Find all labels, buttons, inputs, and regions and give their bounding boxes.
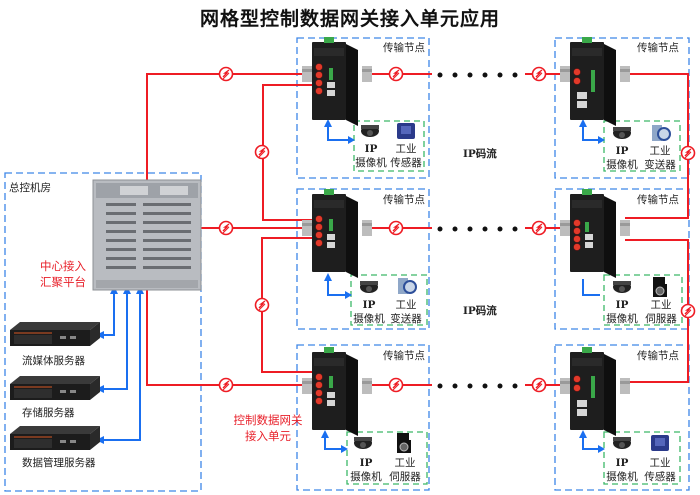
ip-camera-image-6 <box>613 437 631 449</box>
device1-label-node4: IP 摄像机 <box>606 299 638 325</box>
aggregation-platform-chassis <box>92 179 202 291</box>
device-group-3 <box>350 274 428 326</box>
streaming-server-image <box>10 322 100 346</box>
ip-camera-image-4 <box>613 281 631 293</box>
eth-link-streaming-server <box>104 290 115 336</box>
device2-label-node1: 工业 传感器 <box>390 143 422 169</box>
device2-label-node3: 工业 变送器 <box>390 299 422 325</box>
data-management-server-label: 数据管理服务器 <box>22 457 96 469</box>
device2-label-node5: 工业 伺服器 <box>389 457 421 483</box>
node-boundary-1 <box>296 37 430 179</box>
device1-label-node3: IP 摄像机 <box>353 299 385 325</box>
fiber-link-row2-row3 <box>261 237 320 373</box>
device1-label-node1: IP 摄像机 <box>355 143 387 169</box>
node-boundary-6 <box>554 344 690 491</box>
node-title-2: 传输节点 <box>637 42 679 54</box>
device1-label-node2: IP 摄像机 <box>606 145 638 171</box>
device1-label-node6: IP 摄像机 <box>606 457 638 483</box>
eth-link-storage-server <box>104 290 128 390</box>
industrial-sensor-image-1 <box>397 123 415 139</box>
ip-camera-image-1 <box>361 125 379 137</box>
device2-label-node6: 工业 传感器 <box>644 457 676 483</box>
node-title-1: 传输节点 <box>383 42 425 54</box>
gateway-label-line2: 接入单元 <box>245 429 291 443</box>
storage-server-label: 存储服务器 <box>22 407 75 419</box>
streaming-server-label: 流媒体服务器 <box>22 355 85 367</box>
device2-label-node2: 工业 变送器 <box>644 145 676 171</box>
fiber-link-platform-row1 <box>146 73 320 180</box>
ip-stream-label-2: IP码流 <box>463 305 497 317</box>
industrial-sensor-image-6 <box>651 435 669 451</box>
industrial-servo-image-5 <box>396 432 412 454</box>
industrial-transmitter-image-2 <box>651 124 671 142</box>
device-group-1 <box>353 120 425 172</box>
gateway-unit-label: 控制数据网关 接入单元 <box>218 412 318 444</box>
fiber-link-row1-row2 <box>262 84 320 221</box>
node-boundary-3 <box>296 188 430 330</box>
continuation-dots <box>437 72 518 389</box>
ip-camera-image-5 <box>354 437 372 449</box>
node-boundary-5 <box>296 344 430 491</box>
storage-server-image <box>10 376 100 400</box>
control-room-boundary <box>4 172 202 492</box>
device-group-6 <box>603 431 681 485</box>
industrial-transmitter-image-3 <box>397 277 417 295</box>
data-management-server-image <box>10 426 100 450</box>
fiber-link-platform-row3 <box>146 288 320 386</box>
platform-label-line2: 汇聚平台 <box>40 275 86 289</box>
industrial-servo-image-4 <box>652 276 668 298</box>
diagram-title: 网格型控制数据网关接入单元应用 <box>199 8 500 30</box>
device-group-5 <box>346 431 428 485</box>
platform-label-line1: 中心接入 <box>40 259 86 273</box>
ip-camera-image-3 <box>360 281 378 293</box>
device2-label-node4: 工业 伺服器 <box>645 299 677 325</box>
gateway-label-line1: 控制数据网关 <box>233 413 303 427</box>
device-group-4 <box>603 274 683 326</box>
platform-label: 中心接入 汇聚平台 <box>40 258 86 290</box>
device-group-2 <box>603 120 681 172</box>
eth-link-data-server <box>104 290 141 441</box>
node-title-3: 传输节点 <box>383 194 425 206</box>
device1-label-node5: IP 摄像机 <box>350 457 382 483</box>
control-room-label: 总控机房 <box>9 182 51 194</box>
node-title-6: 传输节点 <box>637 350 679 362</box>
ip-stream-label-1: IP码流 <box>463 148 497 160</box>
node-title-5: 传输节点 <box>383 350 425 362</box>
node-title-4: 传输节点 <box>637 194 679 206</box>
ip-camera-image-2 <box>613 127 631 139</box>
